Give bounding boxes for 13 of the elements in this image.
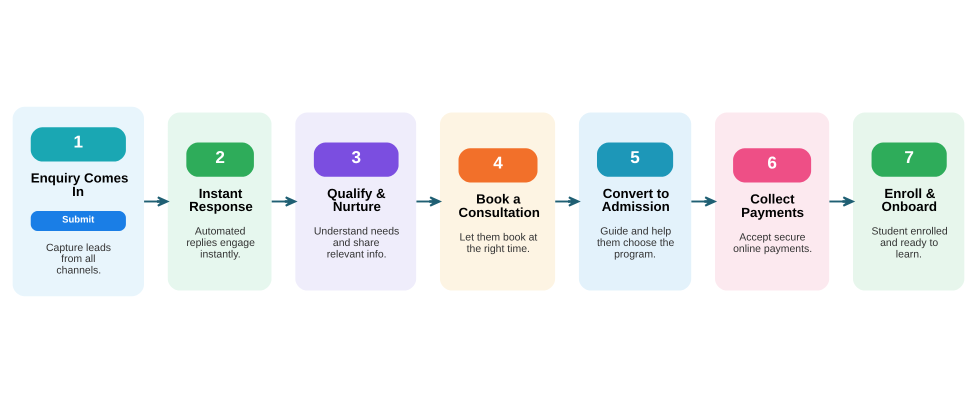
node-box: 3 Qualify & Nurture Understand needs and share relevant info. bbox=[295, 112, 416, 290]
node-box: 4 Book a Consultation Let them book at the right time. bbox=[440, 112, 556, 290]
node-box: 7 Enroll & Onboard Student enrolled and ready to learn. bbox=[853, 112, 964, 290]
node-box: 1 Enquiry Comes In Submit Capture leads from all channels. bbox=[12, 106, 144, 296]
arrow bbox=[691, 196, 716, 206]
arrow bbox=[555, 196, 580, 206]
arrow bbox=[829, 196, 854, 206]
node-box: 6 Collect Payments Accept secure online payments. bbox=[715, 112, 830, 290]
node-box: 5 Convert to Admission Guide and help them choose the program. bbox=[578, 112, 692, 290]
arrow bbox=[144, 196, 168, 206]
arrow bbox=[272, 196, 296, 206]
arrow bbox=[416, 196, 441, 206]
node-box: 2 Instant Response Automated replies engage instantly. bbox=[168, 112, 272, 290]
